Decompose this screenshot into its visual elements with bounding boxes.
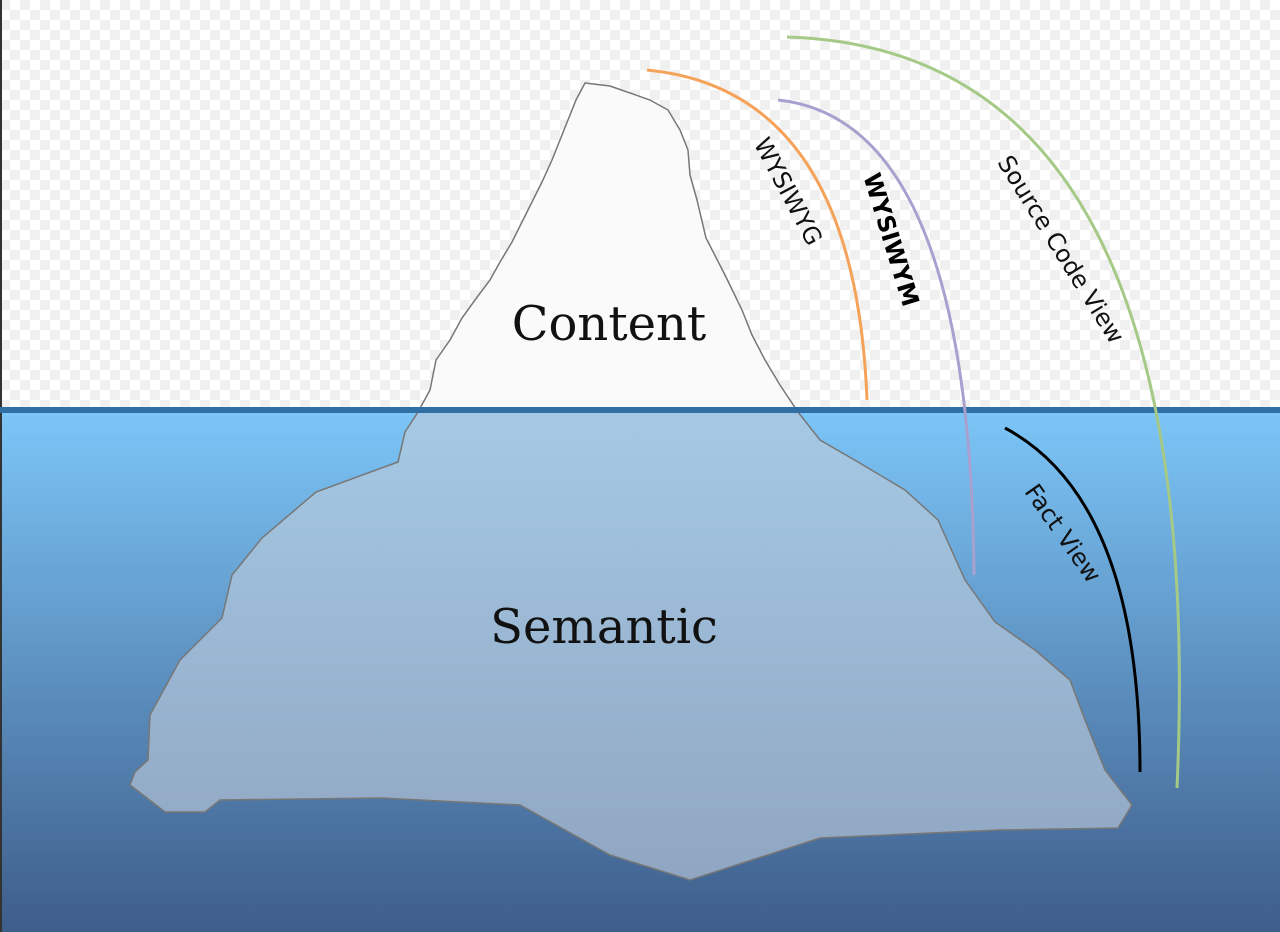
- source-code-view-arc: [786, 35, 1181, 789]
- iceberg-underwater: [129, 410, 1133, 881]
- iceberg-tip: [418, 82, 798, 410]
- semantic-label: Semantic: [490, 599, 718, 655]
- fact-view-arc: [1004, 426, 1142, 773]
- wysiwyg-arc: [646, 68, 869, 401]
- content-label: Content: [512, 296, 706, 352]
- waterline: [0, 407, 1280, 413]
- wysiwym-arc: [777, 98, 976, 576]
- left-frame-line: [0, 0, 2, 932]
